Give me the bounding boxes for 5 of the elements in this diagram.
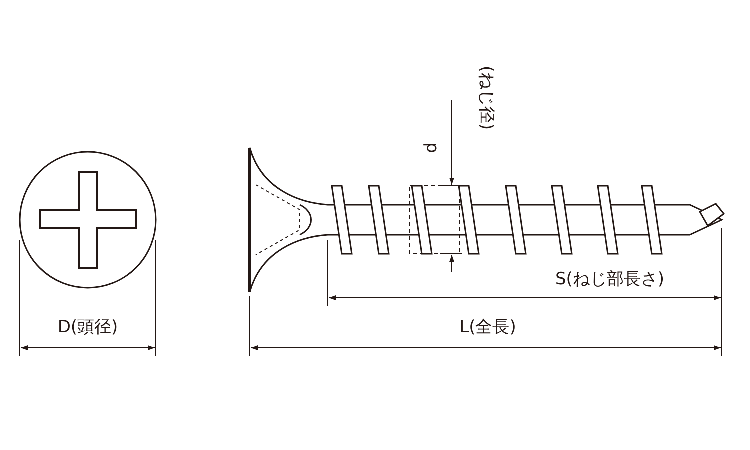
dimension-label: L(全長): [460, 320, 516, 336]
dimension-label: S(ねじ部長さ): [555, 272, 665, 288]
dimension-label: (ねじ径): [478, 66, 494, 130]
dimension-label: d: [424, 142, 440, 154]
dimension-label: D(頭径): [58, 320, 118, 336]
